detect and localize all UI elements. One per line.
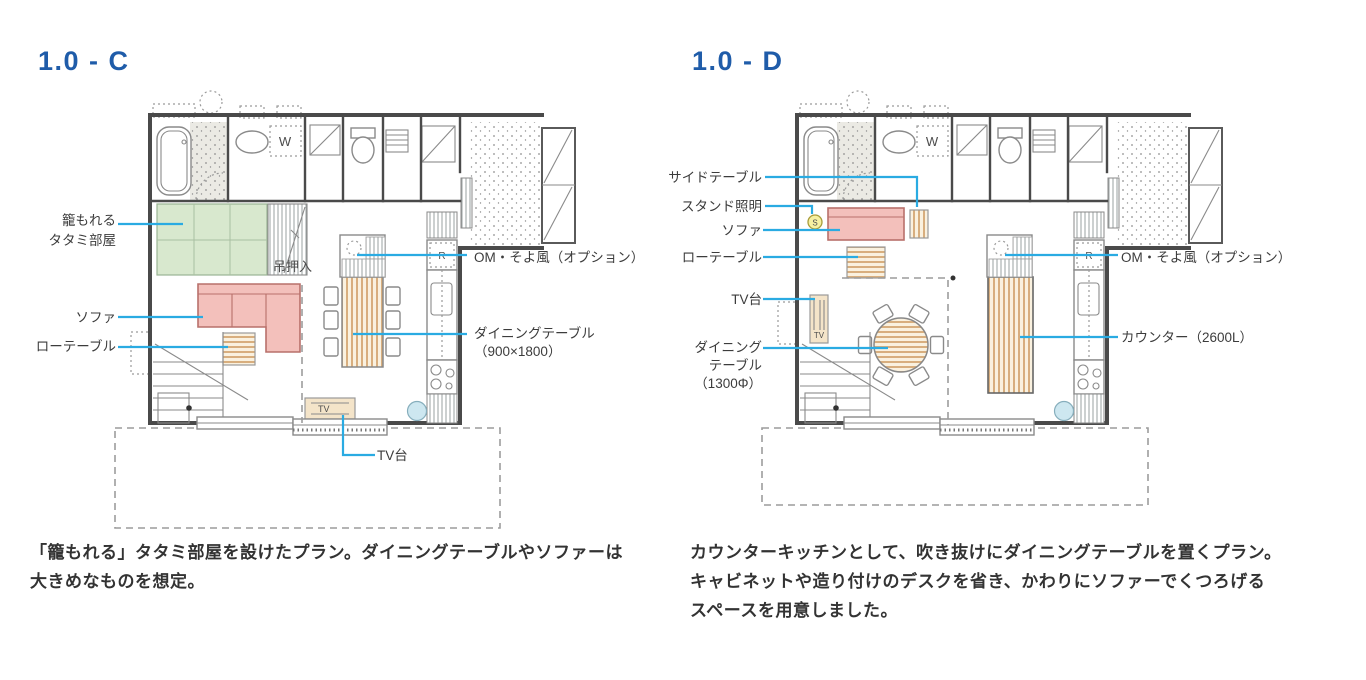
- bottom-windows: [843, 416, 1035, 436]
- plan-c-drawing: W: [114, 90, 576, 529]
- washroom: W: [235, 125, 302, 157]
- plan-c-title: 1.0 - C: [38, 46, 130, 76]
- plan-d-drawing: W: [761, 90, 1223, 506]
- walls: [148, 113, 544, 425]
- label-counter: カウンター（2600L）: [1121, 330, 1254, 345]
- shoe-cabinet: [1032, 129, 1056, 153]
- bathtub: [156, 126, 192, 196]
- svg-text:吊押入: 吊押入: [273, 259, 312, 274]
- closet: [309, 124, 341, 156]
- shoe-cabinet: [385, 129, 409, 153]
- plan-d-description: カウンターキッチンとして、吹き抜けにダイニングテーブルを置くプラン。 キャビネッ…: [690, 543, 1282, 620]
- bathtub: [803, 126, 839, 196]
- svg-text:W: W: [279, 134, 292, 149]
- kitchen-sink: [1053, 400, 1075, 422]
- om-unit: [346, 240, 362, 256]
- entrance-area: [1107, 122, 1223, 246]
- void-boundary: [842, 275, 956, 425]
- leader-lines: [118, 222, 467, 457]
- svg-text:W: W: [926, 134, 939, 149]
- kitchen-sink: [406, 400, 428, 422]
- tv-board: TV: [809, 294, 829, 344]
- label-side-table: サイドテーブル: [668, 170, 762, 185]
- entrance-step: [1107, 177, 1120, 229]
- label-tv-stand: TV台: [731, 292, 762, 307]
- svg-text:R: R: [1085, 251, 1092, 262]
- washing-machine: [269, 125, 302, 157]
- plan-c-description: 「籠もれる」タタミ部屋を設けたプラン。ダイニングテーブルやソファーは 大きめなも…: [30, 543, 623, 591]
- tv-board: TV: [304, 397, 356, 420]
- wash-basin: [882, 130, 916, 154]
- toilet: [998, 136, 1022, 164]
- label-tatami-room: 籠もれる タタミ部屋: [48, 213, 117, 248]
- entrance-step: [460, 177, 473, 229]
- label-sofa: ソファ: [721, 223, 763, 238]
- low-table: [846, 246, 886, 279]
- hanging-closet: 吊押入: [267, 203, 312, 276]
- tatami-room: [156, 203, 268, 276]
- svg-text:S: S: [812, 219, 817, 228]
- washing-machine: [916, 125, 949, 157]
- label-om-option: OM・そよ風（オプション）: [1121, 250, 1292, 265]
- label-dining-table: ダイニング テーブル （1300Φ）: [694, 340, 762, 391]
- label-om-option: OM・そよ風（オプション）: [474, 250, 645, 265]
- entrance-area: [460, 122, 576, 246]
- stand-light: S: [807, 214, 823, 230]
- label-stand-light: スタンド照明: [681, 199, 762, 214]
- label-tv-stand: TV台: [377, 448, 408, 463]
- bathroom: [803, 122, 874, 201]
- shower-door-swing: [195, 172, 224, 200]
- stove: [426, 359, 458, 395]
- bathroom: [156, 122, 227, 201]
- round-dining-set: [857, 303, 945, 387]
- counter-2600: [987, 276, 1034, 394]
- dining-table: [341, 276, 384, 368]
- low-table: [222, 332, 256, 366]
- terrace-outline: [114, 427, 501, 529]
- label-low-table: ローテーブル: [681, 250, 762, 265]
- side-table: [909, 209, 929, 239]
- sofa-l-shape: [197, 283, 301, 353]
- label-dining-table: ダイニングテーブル （900×1800）: [474, 326, 595, 359]
- shower-door-swing: [842, 172, 871, 200]
- leader-lines: [763, 175, 1118, 350]
- stove: [1073, 359, 1105, 395]
- bottom-windows: [196, 416, 388, 436]
- closet: [956, 124, 988, 156]
- dining-set: [323, 276, 401, 368]
- label-sofa: ソファ: [75, 310, 117, 325]
- svg-text:TV: TV: [814, 331, 825, 340]
- svg-text:TV: TV: [318, 404, 330, 414]
- kitchen: R: [1053, 211, 1105, 424]
- om-unit: [993, 240, 1009, 256]
- svg-text:R: R: [438, 251, 445, 262]
- toilet: [351, 136, 375, 164]
- roof-eave-dotted-marks: [130, 90, 302, 375]
- om-cabinet: [339, 234, 386, 278]
- round-dining-table: [873, 317, 929, 373]
- terrace-outline: [761, 427, 1149, 506]
- washroom: W: [882, 125, 949, 157]
- walls: [795, 113, 1191, 425]
- toilet-and-closets: [309, 124, 456, 164]
- stairs: [800, 332, 896, 424]
- wash-basin: [235, 130, 269, 154]
- label-low-table: ローテーブル: [35, 339, 116, 354]
- sofa: [827, 207, 905, 241]
- plan-d-title: 1.0 - D: [692, 46, 784, 76]
